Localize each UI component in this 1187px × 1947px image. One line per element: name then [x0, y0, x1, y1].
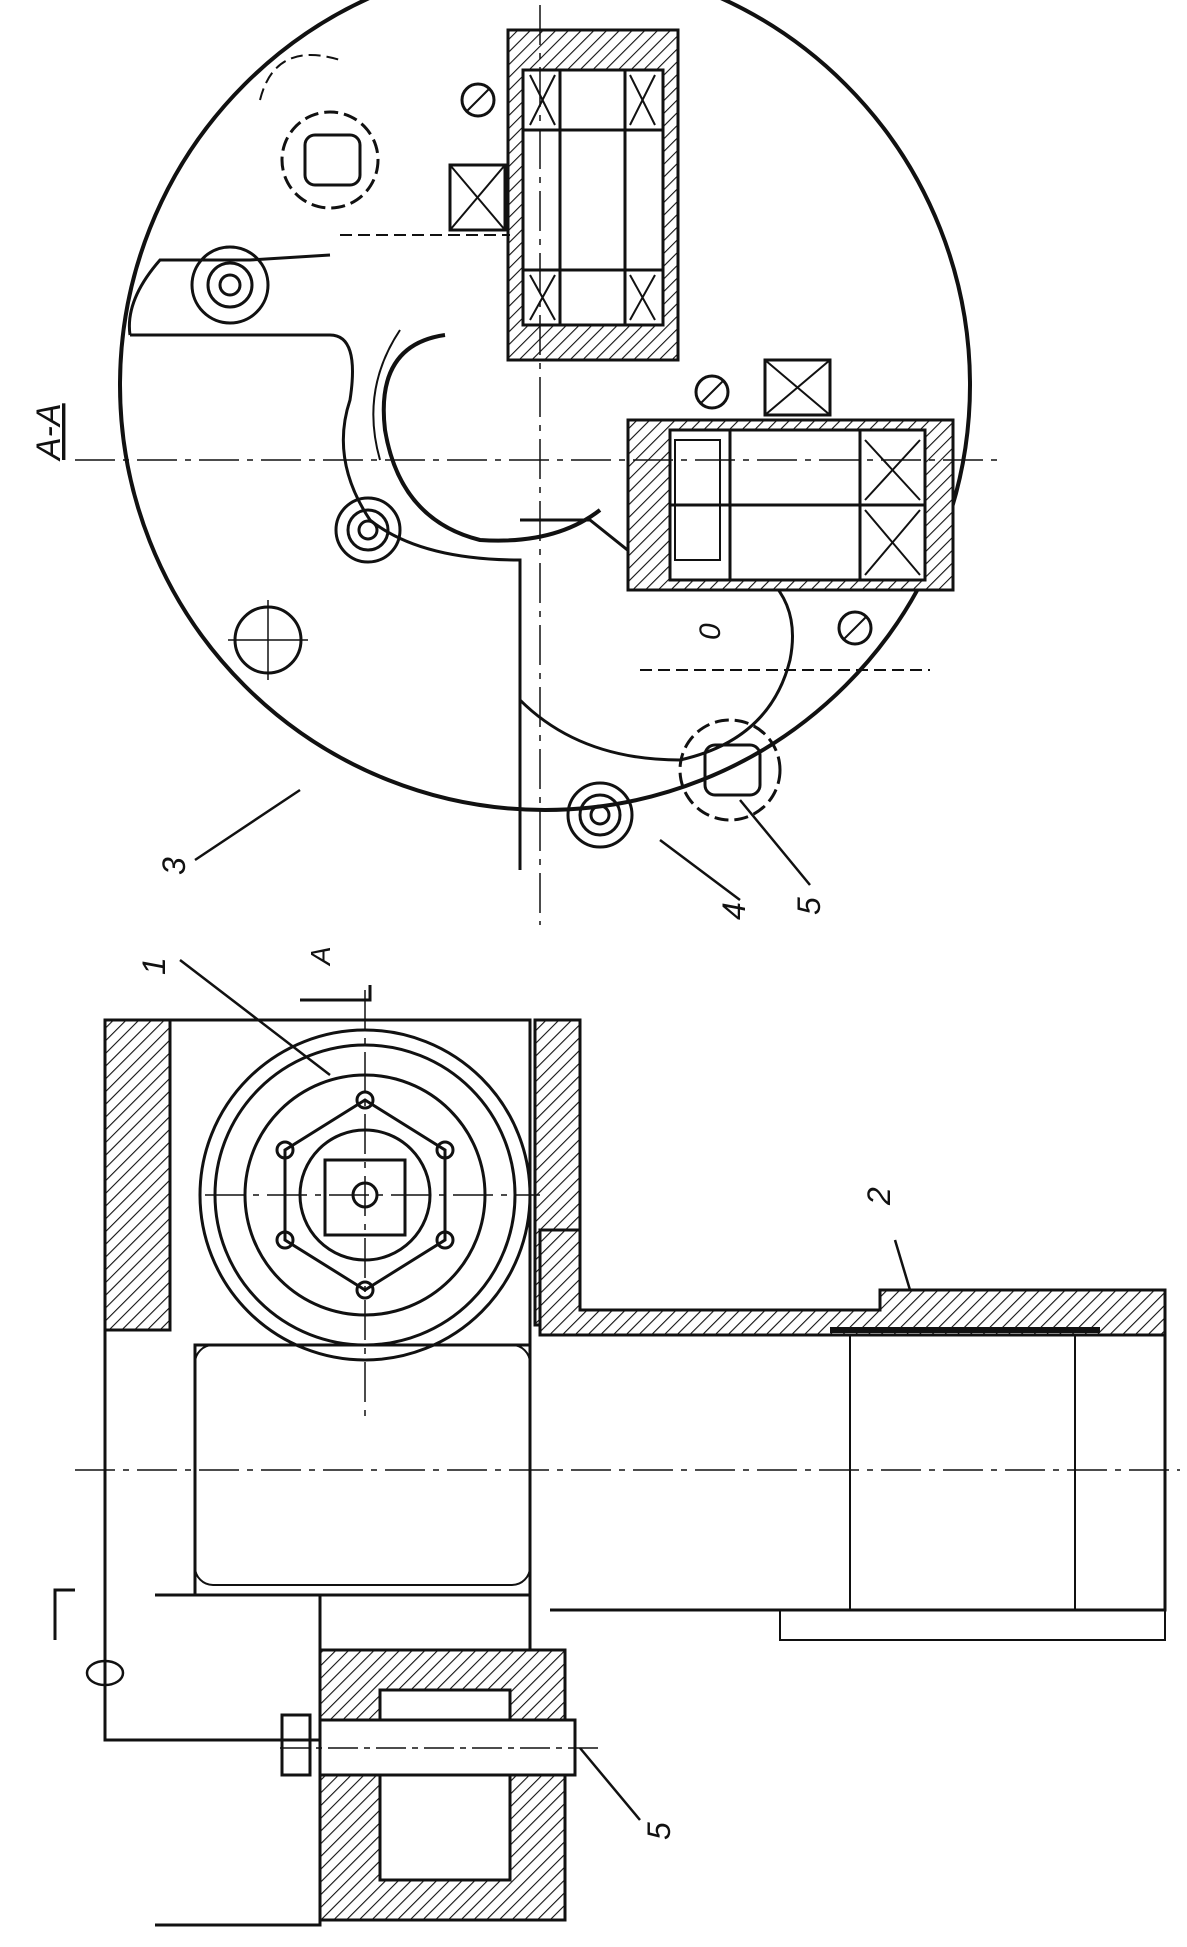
- bolt-lower: [566, 781, 634, 849]
- disc-outline: [118, 0, 972, 812]
- callout-3: 3: [156, 857, 192, 875]
- bolt-center: [334, 496, 402, 564]
- callout-2: 2: [861, 1187, 897, 1206]
- callout-1: 1: [136, 957, 172, 975]
- pin-lower: [678, 718, 782, 822]
- main-view: [53, 985, 1180, 1927]
- leader-lines: [179, 788, 912, 1821]
- housing-wall-left: [103, 1018, 172, 1332]
- part-3-body: [127, 253, 522, 870]
- section-mark-a: A: [305, 946, 336, 967]
- central-bore: [381, 333, 602, 543]
- pin-upper: [280, 110, 380, 210]
- section-title-a-a: A-A: [30, 403, 68, 462]
- part-2-shaft: [538, 1228, 1167, 1337]
- section-view-a-a: [75, 0, 1005, 925]
- bolt-upper-left: [190, 245, 270, 325]
- callout-4: 4: [716, 902, 752, 920]
- callout-0: 0: [694, 623, 727, 640]
- section-marker-bottom: [53, 1588, 75, 1640]
- part-4-lever: [518, 518, 794, 762]
- callout-5-main: 5: [641, 1822, 677, 1840]
- section-marker-top: [300, 985, 372, 1002]
- callout-5-section: 5: [791, 897, 827, 915]
